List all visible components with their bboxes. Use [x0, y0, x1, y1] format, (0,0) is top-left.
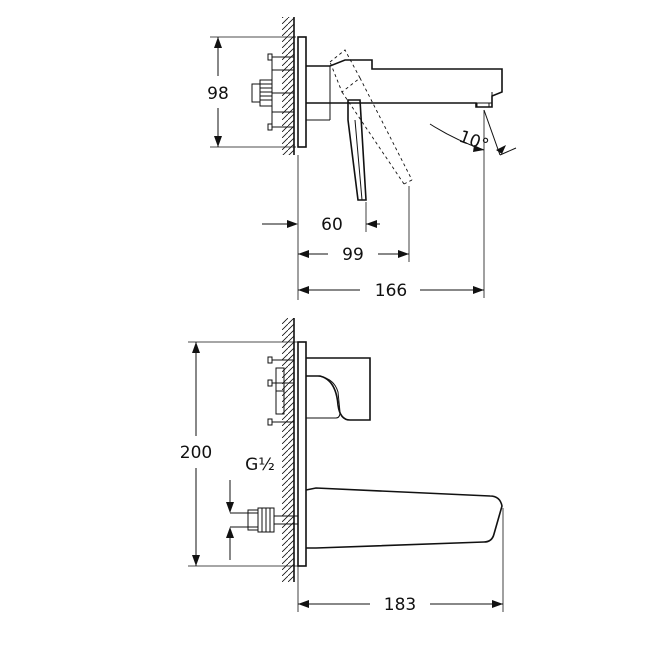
dim-200: 200 — [180, 341, 298, 567]
spout-side — [305, 487, 503, 549]
cover-plate-top — [297, 36, 307, 148]
spout-top — [306, 59, 503, 121]
lever-top — [347, 99, 367, 201]
wall-hatch-side — [282, 318, 294, 582]
concealed-body-top — [251, 53, 294, 131]
dim-183: 183 — [298, 595, 503, 615]
handle-side — [306, 357, 371, 421]
dim-98-label: 98 — [207, 84, 229, 104]
wall-hatch-top — [282, 17, 294, 155]
dim-60-label: 60 — [321, 215, 343, 235]
dim-99: 99 — [298, 245, 409, 265]
dim-200-label: 200 — [180, 443, 212, 463]
dim-183-label: 183 — [384, 595, 416, 615]
dim-166: 166 — [298, 281, 484, 301]
cover-plate-side — [297, 341, 307, 567]
concealed-body-side — [267, 356, 294, 426]
dim-10-degree: 10° — [429, 109, 517, 156]
inlet-pipe-side — [230, 507, 298, 533]
dim-10-label: 10° — [456, 127, 491, 156]
thread-callout: G½ — [226, 455, 275, 560]
dim-166-label: 166 — [375, 281, 407, 301]
dim-60: 60 — [262, 215, 380, 235]
dim-99-label: 99 — [342, 245, 364, 265]
top-view: 98 60 99 166 — [207, 17, 517, 301]
side-view: 200 G½ 183 — [180, 318, 504, 615]
lever-rotated-dashed — [329, 49, 413, 185]
dim-98: 98 — [207, 36, 296, 148]
thread-label: G½ — [245, 455, 275, 475]
